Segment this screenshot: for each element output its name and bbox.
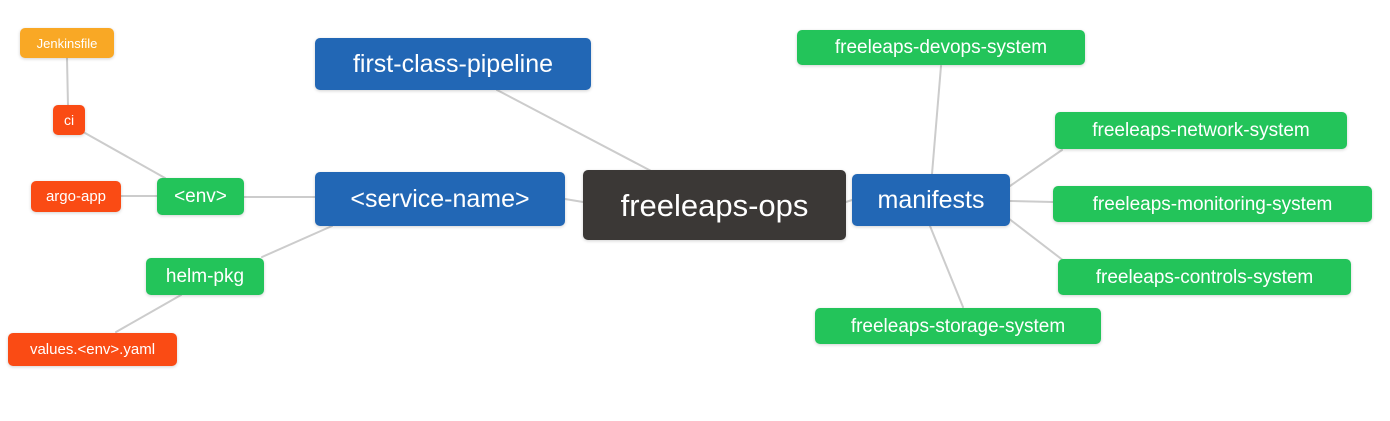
edge-servicename-root — [564, 198, 584, 203]
node-manifests[interactable]: manifests — [852, 174, 1010, 226]
node-service-name[interactable]: <service-name> — [315, 172, 565, 226]
edge-helmpkg-servicename — [261, 225, 333, 258]
edge-manifests-storage — [929, 225, 964, 308]
node-argo-app[interactable]: argo-app — [31, 181, 121, 212]
node-first-class-pipeline[interactable]: first-class-pipeline — [315, 38, 591, 90]
node-jenkinsfile[interactable]: Jenkinsfile — [20, 28, 114, 58]
node-network-system[interactable]: freeleaps-network-system — [1055, 112, 1347, 149]
edge-manifests-devops — [931, 65, 942, 175]
edge-fcp-root — [496, 89, 654, 173]
node-storage-system[interactable]: freeleaps-storage-system — [815, 308, 1101, 344]
node-monitoring-system[interactable]: freeleaps-monitoring-system — [1053, 186, 1372, 222]
node-helm-pkg[interactable]: helm-pkg — [146, 258, 264, 295]
node-values-env-yaml[interactable]: values.<env>.yaml — [8, 333, 177, 366]
edge-manifests-monitoring — [1009, 200, 1054, 203]
edge-ci-env — [84, 132, 166, 179]
edge-values-helmpkg — [115, 294, 182, 333]
edge-manifests-network — [1009, 149, 1063, 187]
node-root-freeleaps-ops[interactable]: freeleaps-ops — [583, 170, 846, 240]
node-devops-system[interactable]: freeleaps-devops-system — [797, 30, 1085, 65]
node-controls-system[interactable]: freeleaps-controls-system — [1058, 259, 1351, 295]
node-ci[interactable]: ci — [53, 105, 85, 135]
edge-manifests-controls — [1007, 217, 1065, 262]
edge-jenkinsfile-ci — [66, 57, 69, 107]
node-env[interactable]: <env> — [157, 178, 244, 215]
